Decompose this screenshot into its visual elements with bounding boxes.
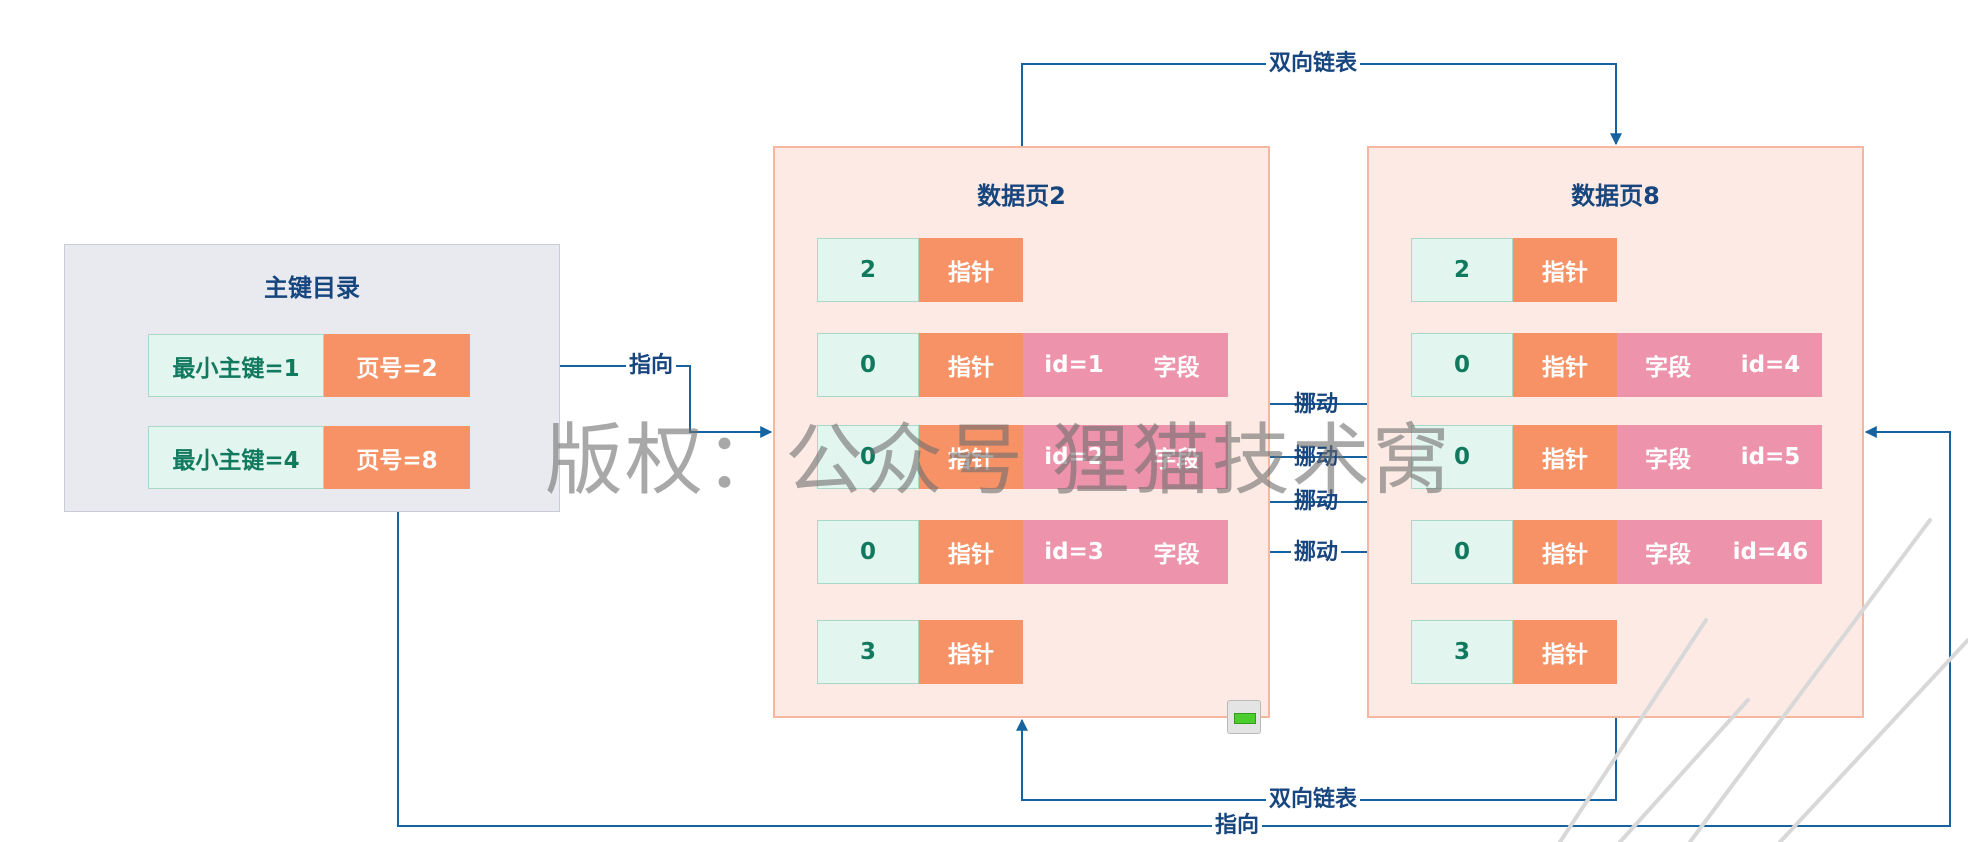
page8-record-3-id: id=5 xyxy=(1719,425,1822,489)
page2-record-3-field: 字段 xyxy=(1125,425,1228,489)
page8-record-4-field: 字段 xyxy=(1617,520,1719,584)
page2-record-4-field: 字段 xyxy=(1125,520,1228,584)
page2-record-2-field: 字段 xyxy=(1125,333,1228,397)
linked-list-top-label: 双向链表 xyxy=(1266,51,1361,77)
page8-record-2-field: 字段 xyxy=(1617,333,1719,397)
page2-record-5-pointer: 指针 xyxy=(919,620,1023,684)
page8-record-2-pointer: 指针 xyxy=(1513,333,1617,397)
page8-record-4-pointer: 指针 xyxy=(1513,520,1617,584)
page2-record-3-num: 0 xyxy=(817,425,919,489)
point-to-page2-line xyxy=(470,365,773,438)
directory-title: 主键目录 xyxy=(264,274,360,302)
page8-record-5-num: 3 xyxy=(1411,620,1513,684)
page2-record-4-id: id=3 xyxy=(1023,520,1125,584)
page8-record-4-id: id=46 xyxy=(1719,520,1822,584)
page8-record-2-num: 0 xyxy=(1411,333,1513,397)
page2-record-3-id: id=2 xyxy=(1023,425,1125,489)
move-label-2: 挪动 xyxy=(1294,445,1339,470)
page2-record-1-num: 2 xyxy=(817,238,919,302)
page8-record-5-pointer: 指针 xyxy=(1513,620,1617,684)
page2-record-4-num: 0 xyxy=(817,520,919,584)
data-page-2-title: 数据页2 xyxy=(977,182,1066,210)
point-to-label-1: 指向 xyxy=(626,353,677,379)
linked-list-bottom-label: 双向链表 xyxy=(1266,787,1361,813)
page2-record-5-num: 3 xyxy=(817,620,919,684)
move-label-3: 挪动 xyxy=(1294,489,1339,514)
directory-row-2-key: 最小主键=4 xyxy=(148,426,324,489)
page2-record-3-pointer: 指针 xyxy=(919,425,1023,489)
page8-record-2-id: id=4 xyxy=(1719,333,1822,397)
directory-row-1-key: 最小主键=1 xyxy=(148,334,324,397)
page8-record-4-num: 0 xyxy=(1411,520,1513,584)
watermark: 版权：公众号 狸猫技术窝 xyxy=(545,416,1452,506)
toggle-indicator xyxy=(1234,713,1256,724)
page8-record-3-field: 字段 xyxy=(1617,425,1719,489)
directory-row-2-page: 页号=8 xyxy=(324,426,470,489)
page8-record-3-pointer: 指针 xyxy=(1513,425,1617,489)
page8-record-1-num: 2 xyxy=(1411,238,1513,302)
page2-record-4-pointer: 指针 xyxy=(919,520,1023,584)
page2-record-2-id: id=1 xyxy=(1023,333,1125,397)
page8-record-3-num: 0 xyxy=(1411,425,1513,489)
data-page-8-title: 数据页8 xyxy=(1571,182,1660,210)
move-label-1: 挪动 xyxy=(1294,392,1339,417)
move-label-4: 挪动 xyxy=(1291,540,1342,566)
directory-row-1-page: 页号=2 xyxy=(324,334,470,397)
page2-record-2-pointer: 指针 xyxy=(919,333,1023,397)
page2-record-2-num: 0 xyxy=(817,333,919,397)
toggle-widget[interactable] xyxy=(1227,700,1261,734)
page8-record-1-pointer: 指针 xyxy=(1513,238,1617,302)
page2-record-1-pointer: 指针 xyxy=(919,238,1023,302)
point-to-label-2: 指向 xyxy=(1212,813,1263,839)
